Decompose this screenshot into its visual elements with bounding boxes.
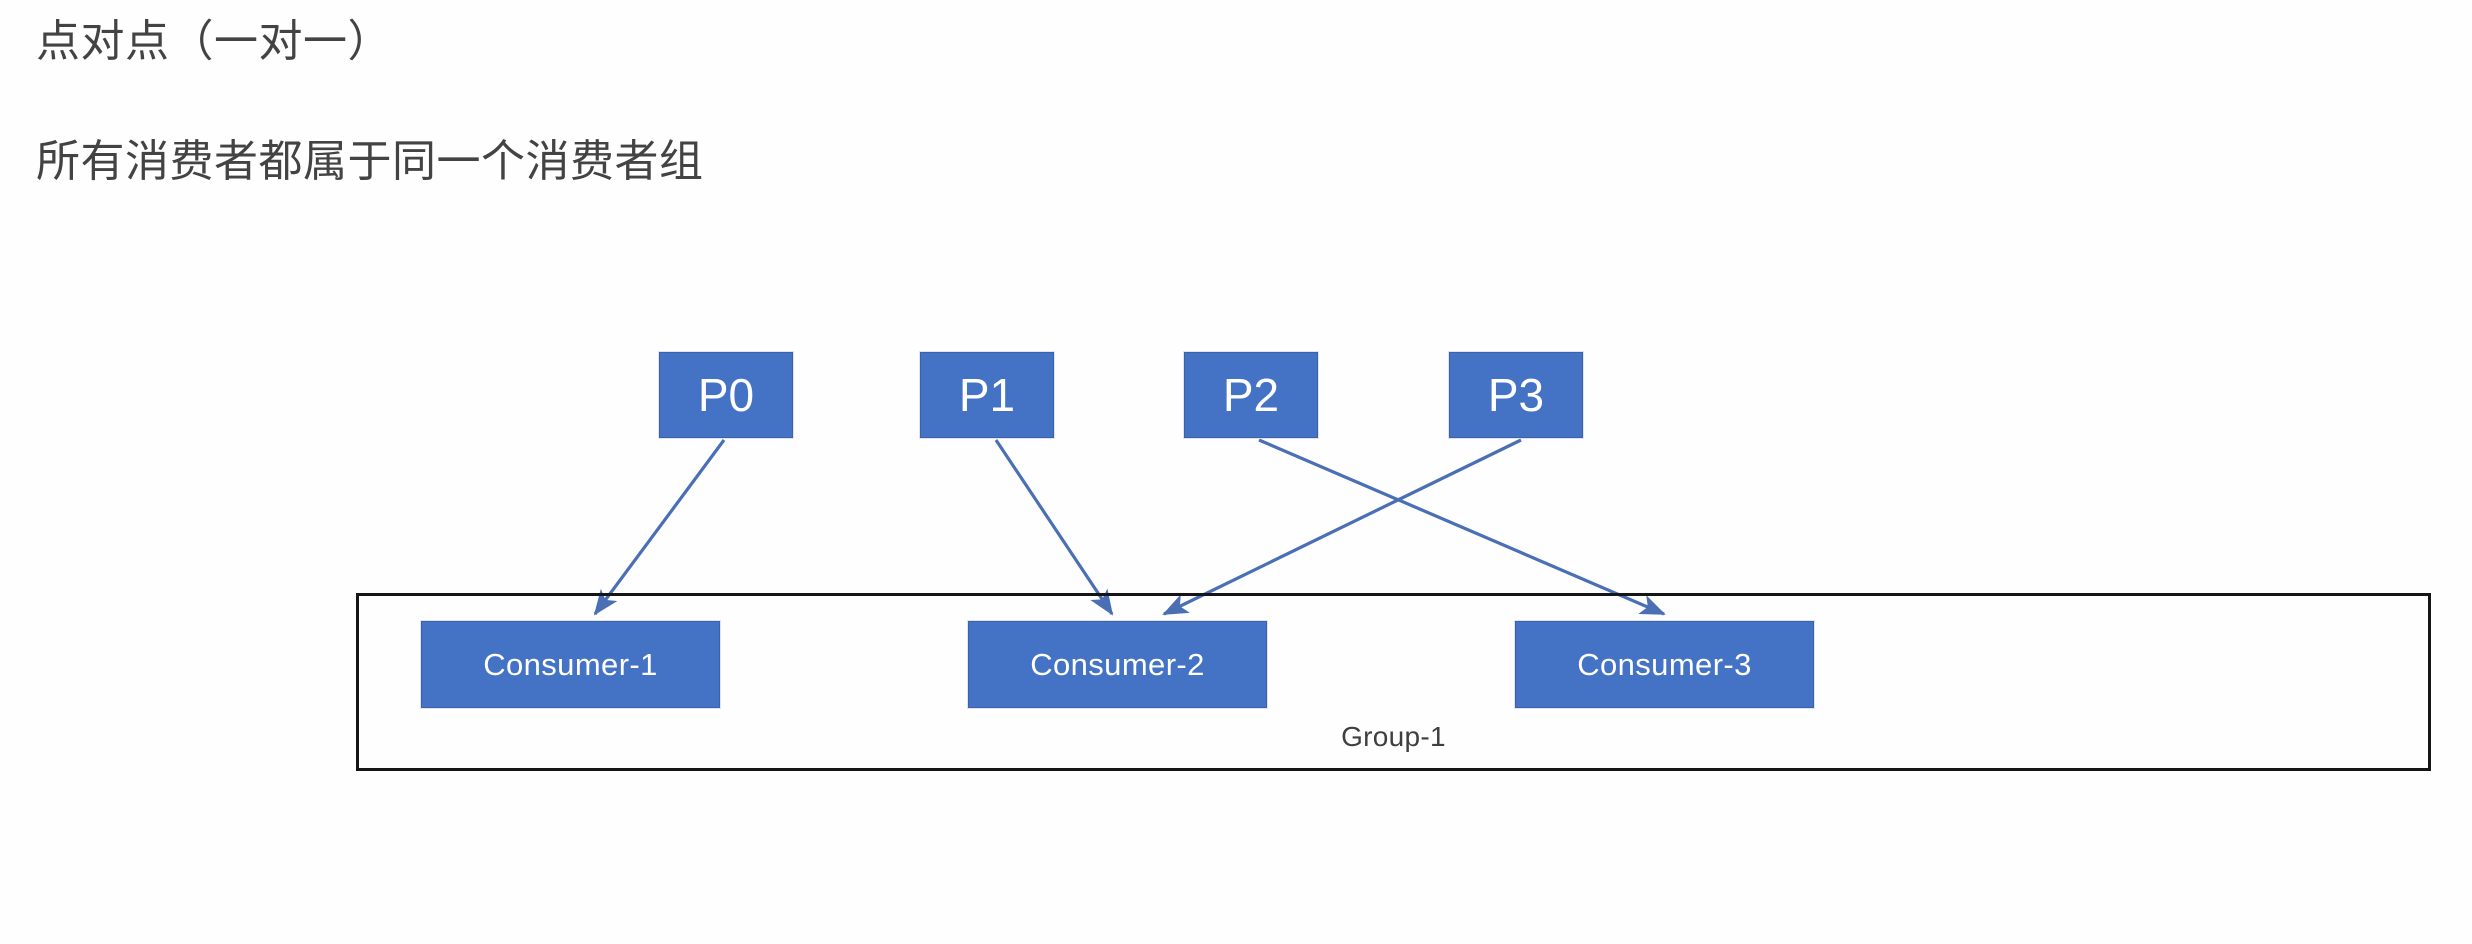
partition-box-p1[interactable]: P1 xyxy=(920,352,1054,438)
consumer-box-1[interactable]: Consumer-1 xyxy=(421,621,720,708)
consumer-group-container[interactable] xyxy=(356,593,2431,771)
connector-p3-consumer2 xyxy=(1162,438,1522,616)
consumer-label: Consumer-3 xyxy=(1577,646,1752,682)
partition-label: P0 xyxy=(697,369,755,421)
partition-box-p0[interactable]: P0 xyxy=(659,352,793,438)
connector-p1-consumer2 xyxy=(994,439,1114,616)
page-title: 点对点（一对一） xyxy=(36,17,392,66)
partition-label: P3 xyxy=(1487,369,1545,421)
partition-box-p2[interactable]: P2 xyxy=(1184,352,1318,438)
consumer-label: Consumer-1 xyxy=(483,646,658,682)
consumer-label: Consumer-2 xyxy=(1030,646,1205,682)
partition-label: P1 xyxy=(958,369,1016,421)
partition-label: P2 xyxy=(1222,369,1280,421)
partition-box-p3[interactable]: P3 xyxy=(1449,352,1583,438)
page-subtitle: 所有消费者都属于同一个消费者组 xyxy=(36,137,704,186)
connector-p0-consumer1 xyxy=(593,439,726,616)
consumer-box-2[interactable]: Consumer-2 xyxy=(968,621,1267,708)
consumer-box-3[interactable]: Consumer-3 xyxy=(1515,621,1814,708)
connector-p2-consumer3 xyxy=(1258,438,1666,616)
